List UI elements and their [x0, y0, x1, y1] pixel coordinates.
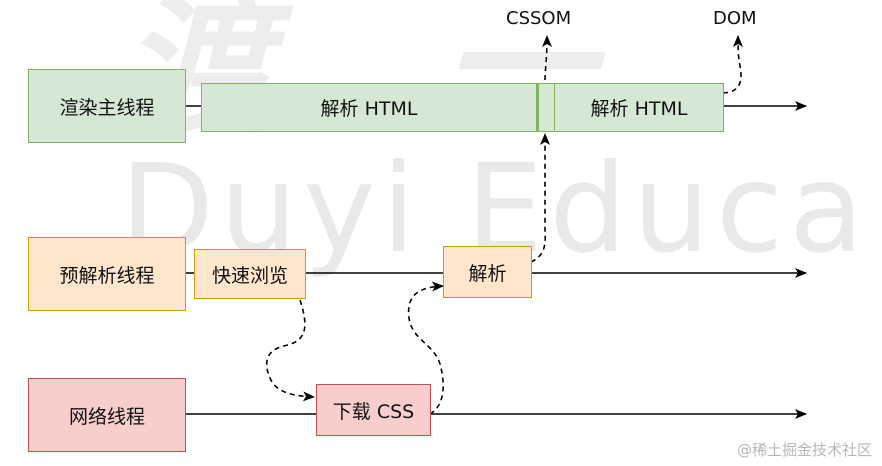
- task-parse-label: 解析: [468, 262, 507, 285]
- task-download-css: 下载 CSS: [316, 384, 431, 436]
- task-css-block-segment: [536, 83, 555, 132]
- task-parse: 解析: [443, 246, 532, 298]
- arrow-parse-to-main: [530, 133, 550, 263]
- thread-preparse-box: 预解析线程: [28, 237, 186, 311]
- thread-network-box: 网络线程: [28, 378, 186, 452]
- arrow-quickscan-to-download: [265, 299, 315, 402]
- thread-main-box: 渲染主线程: [28, 69, 186, 143]
- credit-watermark: @稀土掘金技术社区: [736, 441, 872, 459]
- thread-main-label: 渲染主线程: [59, 96, 155, 119]
- task-parse-html-1-label: 解析 HTML: [320, 98, 418, 120]
- task-parse-html-1: 解析 HTML: [201, 83, 537, 132]
- task-parse-html-2: 解析 HTML: [554, 83, 724, 132]
- output-dom-label: DOM: [713, 8, 757, 29]
- output-cssom-label: CSSOM: [506, 8, 572, 29]
- task-quick-scan-label: 快速浏览: [211, 264, 288, 287]
- arrow-main-to-cssom: [541, 35, 552, 81]
- task-parse-html-2-label: 解析 HTML: [590, 98, 688, 120]
- arrow-main-to-dom: [722, 35, 744, 94]
- thread-network-label: 网络线程: [68, 405, 145, 428]
- thread-preparse-label: 预解析线程: [59, 264, 155, 287]
- task-download-css-label: 下载 CSS: [332, 400, 415, 423]
- arrow-download-to-parse: [407, 281, 444, 415]
- task-quick-scan: 快速浏览: [194, 249, 306, 299]
